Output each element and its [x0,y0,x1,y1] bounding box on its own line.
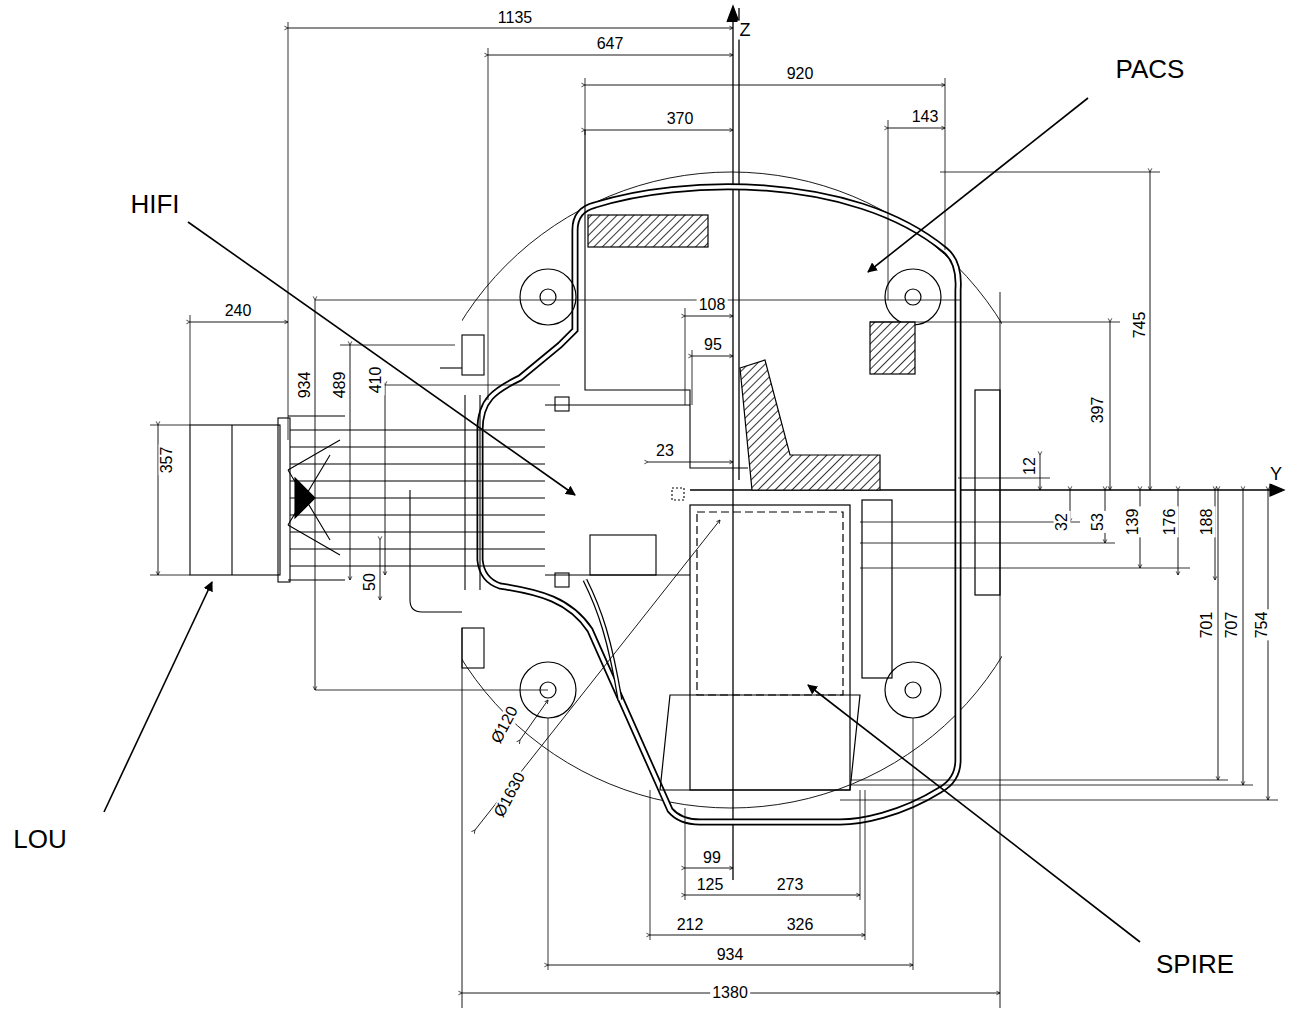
dimension-label: 50 [362,571,379,593]
dimension-label: 934 [715,947,746,964]
callout-label: SPIRE [1154,951,1236,978]
dimension-label: 143 [910,109,941,126]
dimension-label: 920 [785,66,816,83]
dimension-label: 32 [1054,511,1071,533]
dimension-label: 326 [785,917,816,934]
dimension-label: 397 [1090,395,1107,426]
callout-label: PACS [1114,56,1187,83]
dimension-label: 745 [1132,310,1149,341]
dimension-label: 99 [701,850,723,867]
dimension-label: 95 [702,337,724,354]
dimension-label: 701 [1199,610,1216,641]
axis-label: Z [738,21,753,40]
diameter-label: Ø1630 [490,768,529,822]
dimension-label: 1135 [496,10,534,27]
dimension-label: 53 [1090,511,1107,533]
dimension-label: 1380 [710,985,750,1002]
dimension-label: 273 [775,877,806,894]
dimension-label: 176 [1162,507,1179,538]
dimension-label: 934 [297,370,314,401]
dimension-label: 108 [697,297,728,314]
dimension-label: 357 [159,445,176,476]
dimension-label: 410 [368,365,385,396]
dimension-label: 707 [1224,610,1241,641]
dimension-label: 212 [675,917,706,934]
dimension-label: 12 [1022,455,1039,477]
dimension-label: 240 [223,303,254,320]
dimension-label: 23 [654,443,676,460]
dimension-label: 188 [1199,507,1216,538]
callout-label: HIFI [128,191,181,218]
dimension-label: 370 [665,111,696,128]
axis-label: Y [1268,465,1284,484]
dimension-label: 125 [695,877,726,894]
dimension-label: 647 [595,36,626,53]
callout-label: LOU [11,826,68,853]
dimension-label: 489 [332,370,349,401]
dimension-label: 754 [1254,610,1271,641]
dimension-label: 139 [1125,507,1142,538]
